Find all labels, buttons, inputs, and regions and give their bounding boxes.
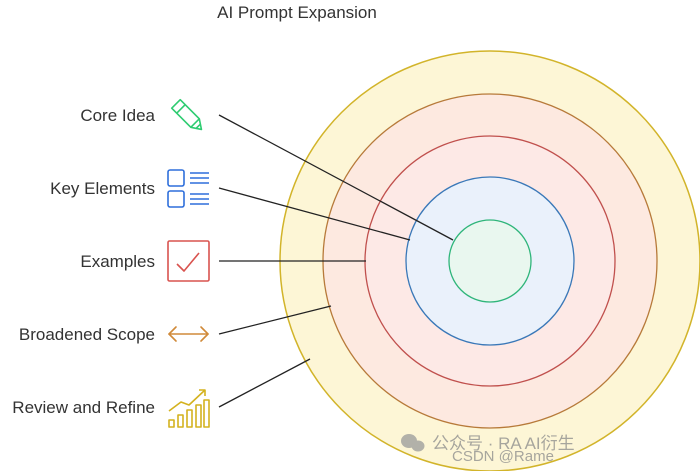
ring-core-idea: [448, 219, 532, 303]
label-key-elements: Key Elements: [50, 179, 155, 198]
diagram-title: AI Prompt Expansion: [217, 3, 377, 22]
label-review-and-refine: Review and Refine: [12, 398, 155, 417]
connector-key-elements: [218, 187, 411, 241]
connector-broadened-scope: [218, 305, 332, 335]
wechat-icon: [401, 434, 425, 452]
checklist-icon: [167, 169, 209, 208]
watermark: 公众号 · RA AI衍生 CSDN @Rame: [401, 434, 575, 465]
watermark-line2: CSDN @Rame: [452, 448, 554, 465]
connector-review-and-refine: [218, 358, 311, 408]
checkbox-check-icon: [167, 240, 210, 282]
pencil-icon: [170, 98, 203, 131]
label-broadened-scope: Broadened Scope: [19, 325, 155, 344]
connector-core-idea: [218, 114, 454, 241]
label-examples: Examples: [80, 252, 155, 271]
growth-chart-icon: [168, 389, 210, 428]
watermark-line1: 公众号 · RA AI衍生: [432, 434, 575, 453]
double-arrow-icon: [168, 326, 209, 342]
label-core-idea: Core Idea: [80, 106, 155, 125]
